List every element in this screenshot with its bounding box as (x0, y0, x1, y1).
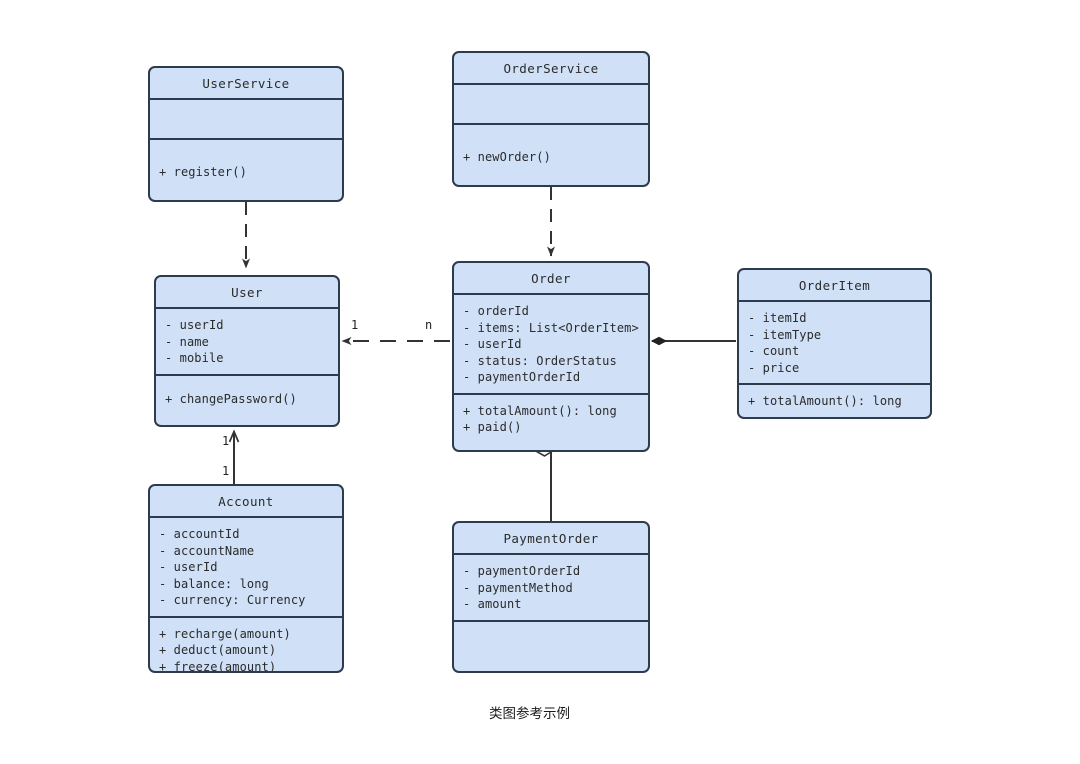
method-item: + register() (159, 165, 247, 179)
class-box-order[interactable]: Order - orderId - items: List<OrderItem>… (452, 261, 650, 452)
multiplicity-label-account-user-top: 1 (222, 434, 230, 448)
methods-compartment-paymentorder (454, 622, 648, 672)
class-box-user[interactable]: User - userId - name - mobile + changePa… (154, 275, 340, 427)
attribute-item: - userId (159, 560, 218, 574)
attribute-item: - itemType (748, 327, 822, 342)
class-box-account[interactable]: Account - accountId - accountName - user… (148, 484, 344, 673)
multiplicity-label-account-user-bottom: 1 (222, 464, 230, 478)
method-item: + recharge(amount) (159, 626, 291, 641)
class-name-paymentorder: PaymentOrder (454, 523, 648, 555)
method-item: + freeze(amount) (159, 659, 277, 673)
attribute-item: - orderId (463, 304, 529, 318)
method-item: + totalAmount(): long (748, 394, 902, 408)
multiplicity-label-order-user-source: n (425, 318, 433, 332)
method-item: + changePassword() (165, 391, 297, 406)
method-item: + paid() (463, 420, 522, 434)
attribute-item: - price (748, 360, 800, 375)
attributes-compartment-account: - accountId - accountName - userId - bal… (150, 518, 342, 618)
class-box-orderitem[interactable]: OrderItem - itemId - itemType - count - … (737, 268, 932, 419)
attribute-item: - accountId (159, 527, 240, 541)
attribute-item: - count (748, 344, 800, 358)
class-name-order: Order (454, 263, 648, 295)
class-name-user: User (156, 277, 338, 309)
attributes-compartment-paymentorder: - paymentOrderId - paymentMethod - amoun… (454, 555, 648, 622)
class-name-userservice: UserService (150, 68, 342, 100)
method-item: + newOrder() (463, 150, 551, 164)
method-item: + deduct(amount) (159, 643, 277, 657)
attribute-item: - accountName (159, 543, 255, 558)
class-box-paymentorder[interactable]: PaymentOrder - paymentOrderId - paymentM… (452, 521, 650, 673)
class-box-orderservice[interactable]: OrderService + newOrder() (452, 51, 650, 187)
attribute-item: - items: List<OrderItem> (463, 320, 639, 335)
methods-compartment-order: + totalAmount(): long + paid() (454, 395, 648, 451)
methods-compartment-userservice: + register() (150, 140, 342, 200)
attribute-item: - itemId (748, 311, 807, 325)
attributes-compartment-orderitem: - itemId - itemType - count - price (739, 302, 930, 385)
class-name-orderservice: OrderService (454, 53, 648, 85)
attributes-compartment-userservice (150, 100, 342, 140)
multiplicity-label-order-user-target: 1 (351, 318, 359, 332)
attribute-item: - userId (165, 318, 224, 332)
attributes-compartment-user: - userId - name - mobile (156, 309, 338, 376)
attribute-item: - currency: Currency (159, 593, 306, 607)
attributes-compartment-order: - orderId - items: List<OrderItem> - use… (454, 295, 648, 395)
method-item: + totalAmount(): long (463, 403, 617, 418)
methods-compartment-account: + recharge(amount) + deduct(amount) + fr… (150, 618, 342, 673)
class-name-orderitem: OrderItem (739, 270, 930, 302)
attribute-item: - amount (463, 597, 522, 611)
methods-compartment-orderservice: + newOrder() (454, 125, 648, 185)
attribute-item: - balance: long (159, 576, 269, 591)
attribute-item: - userId (463, 337, 522, 351)
diagram-caption: 类图参考示例 (489, 706, 570, 722)
methods-compartment-user: + changePassword() (156, 376, 338, 426)
methods-compartment-orderitem: + totalAmount(): long (739, 385, 930, 417)
attributes-compartment-orderservice (454, 85, 648, 125)
class-box-userservice[interactable]: UserService + register() (148, 66, 344, 202)
attribute-item: - paymentOrderId (463, 564, 581, 578)
attribute-item: - paymentOrderId (463, 370, 581, 384)
attribute-item: - name (165, 334, 209, 349)
class-name-account: Account (150, 486, 342, 518)
attribute-item: - paymentMethod (463, 580, 573, 595)
attribute-item: - mobile (165, 351, 224, 365)
attribute-item: - status: OrderStatus (463, 353, 617, 368)
